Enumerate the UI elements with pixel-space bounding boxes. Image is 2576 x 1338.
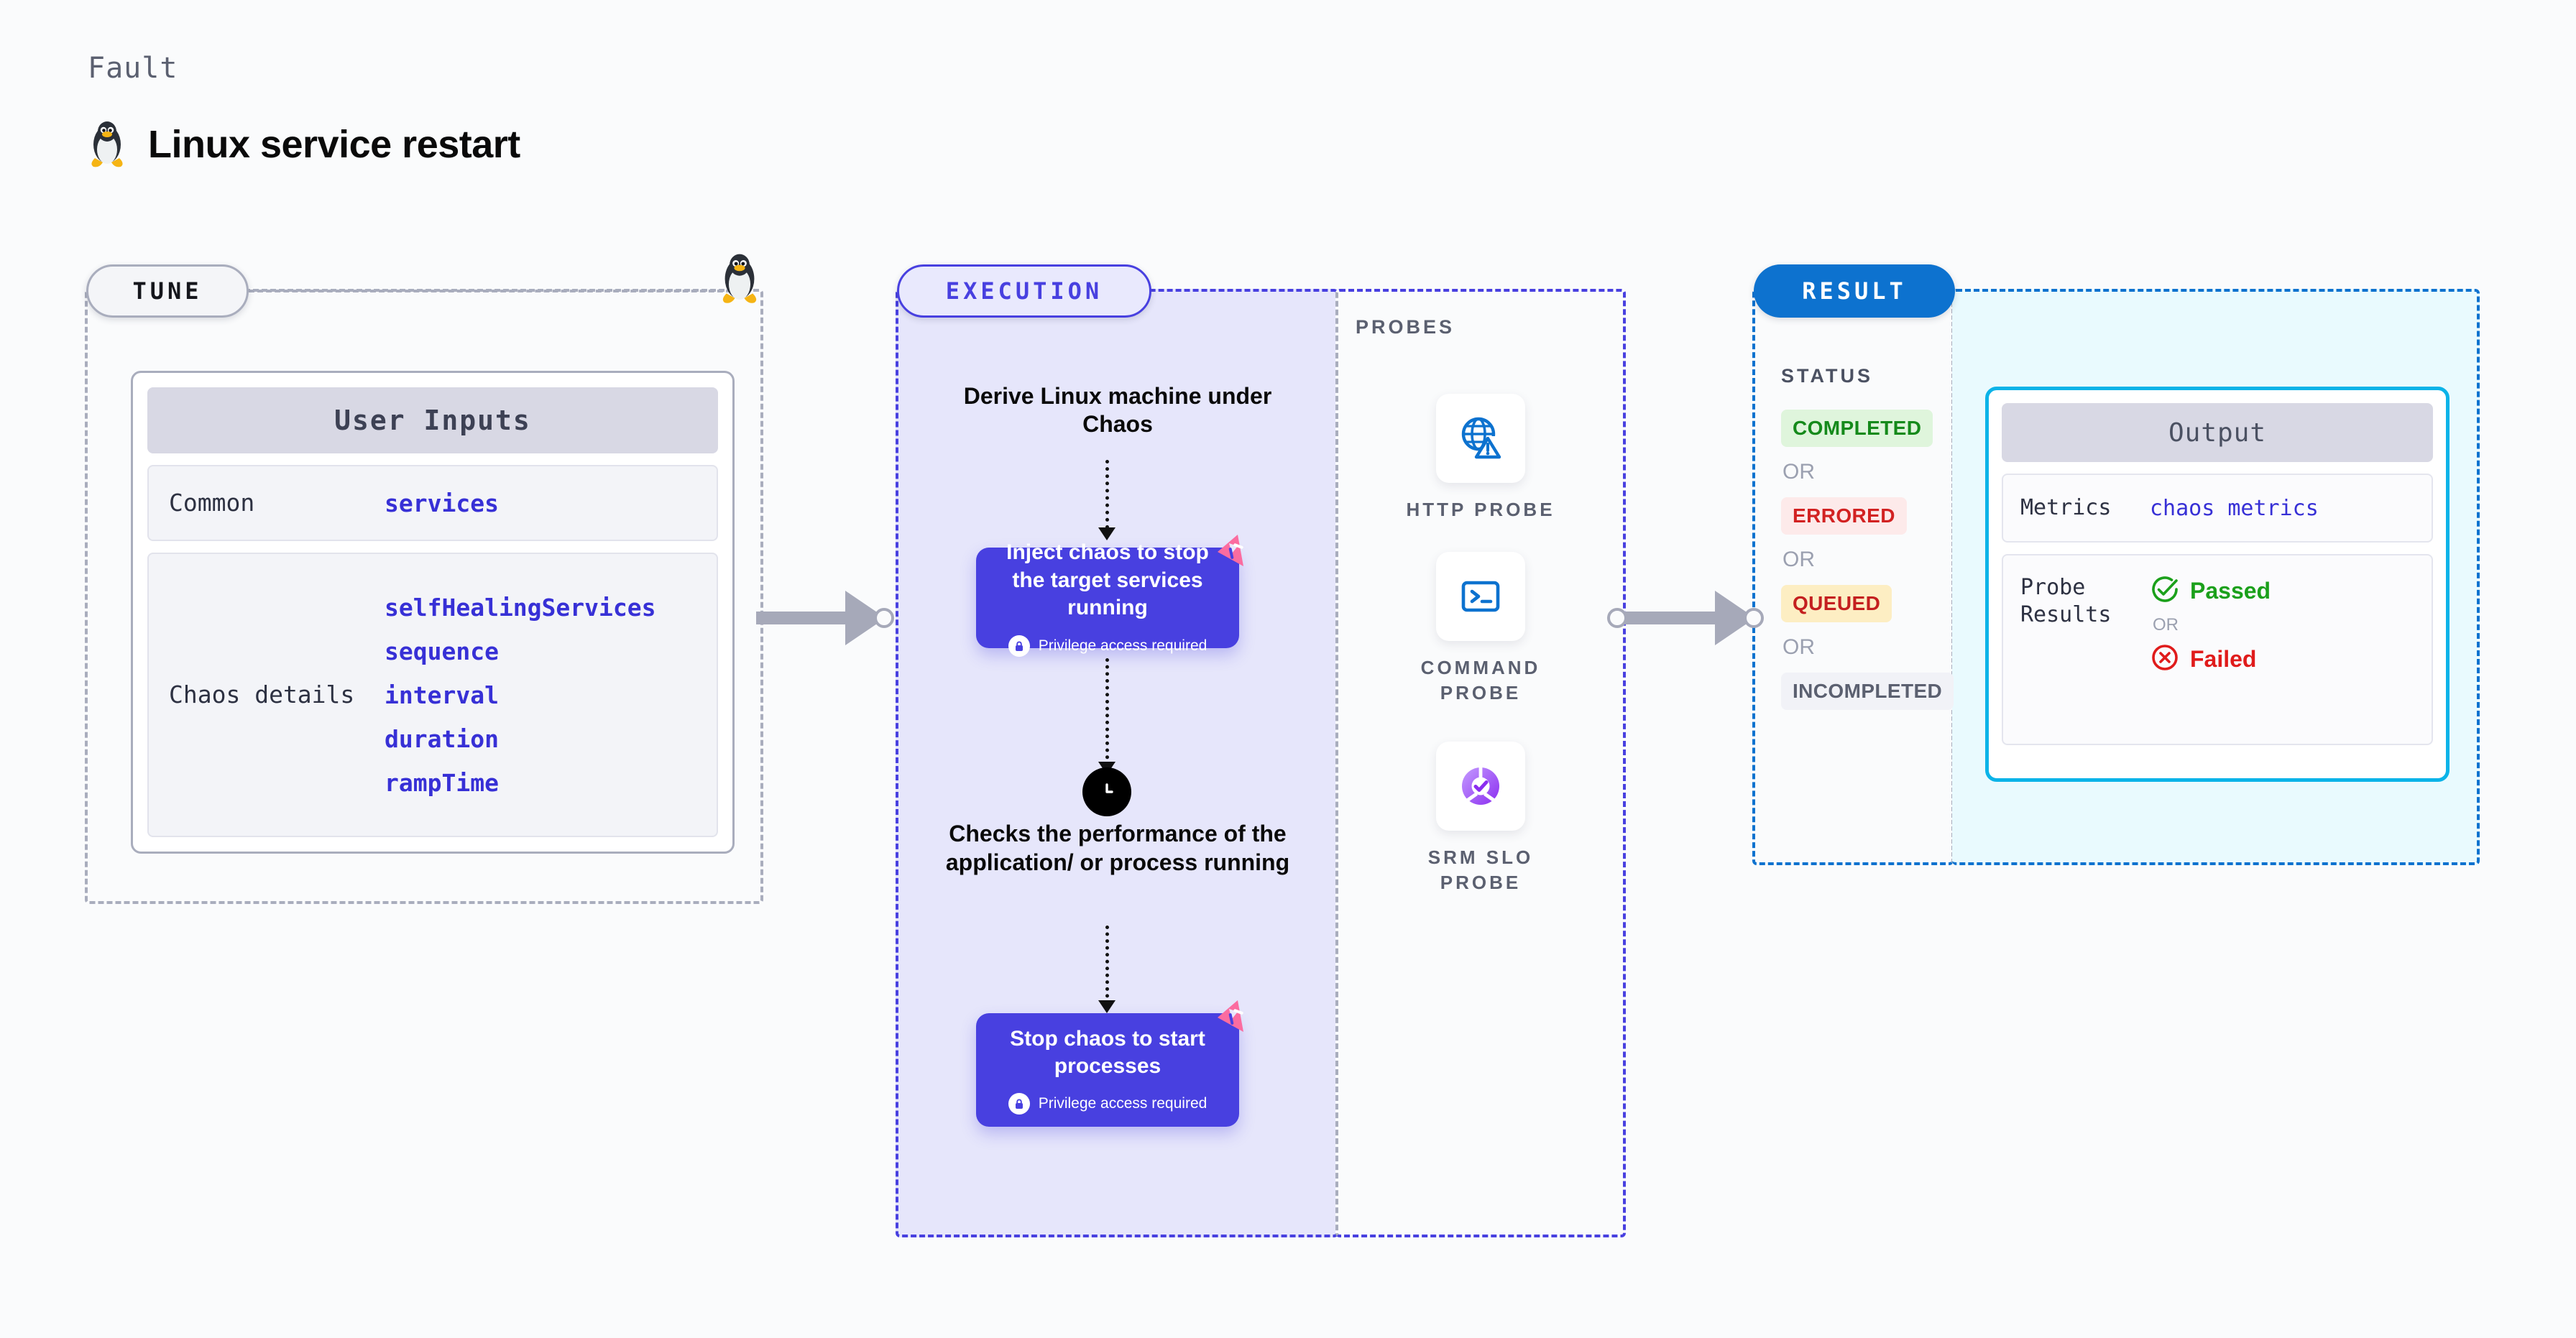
- output-row-metrics: Metrics chaos metrics: [2002, 474, 2433, 543]
- lock-icon: [1008, 1093, 1030, 1115]
- probe-item-http[interactable]: HTTP PROBE: [1396, 394, 1565, 522]
- fault-eyebrow-label: Fault: [88, 52, 178, 85]
- output-probe-results-label: Probe Results: [2020, 575, 2112, 628]
- lock-icon: [1008, 635, 1030, 657]
- input-row-common-values: services: [385, 489, 499, 517]
- inject-chaos-card-title: Inject chaos to stop the target services…: [1006, 540, 1209, 620]
- input-row-common: Common services: [147, 465, 718, 541]
- stage-pill-tune[interactable]: TUNE: [86, 264, 249, 318]
- input-row-chaos-details: Chaos details selfHealingServices sequen…: [147, 553, 718, 837]
- terminal-icon: [1436, 552, 1525, 641]
- page-title-row: Linux service restart: [88, 121, 520, 168]
- output-probe-results-values: Passed OR Failed: [2150, 574, 2271, 676]
- execution-arrow-2: [1105, 658, 1109, 766]
- output-metrics-value[interactable]: chaos metrics: [2150, 495, 2319, 521]
- input-value-selfhealingservices[interactable]: selfHealingServices: [385, 593, 656, 622]
- tune-linux-penguin-icon: [719, 253, 760, 308]
- probe-result-failed-label: Failed: [2190, 646, 2257, 672]
- input-value-interval[interactable]: interval: [385, 680, 499, 709]
- stop-chaos-card-note: Privilege access required: [1008, 1093, 1208, 1115]
- flow-arrow-tune-to-execution: [756, 591, 894, 645]
- input-row-common-label: Common: [169, 489, 255, 517]
- probe-result-or: OR: [2153, 615, 2179, 635]
- status-badge-completed-wrap: COMPLETED: [1781, 410, 1939, 447]
- status-badge-incompleted-wrap: INCOMPLETED: [1781, 673, 1954, 710]
- page-title: Linux service restart: [148, 123, 520, 166]
- status-badge-queued-wrap: QUEUED: [1781, 585, 1939, 622]
- probe-result-passed-label: Passed: [2190, 578, 2271, 604]
- check-circle-icon: [2150, 574, 2180, 608]
- clock-icon: [1082, 767, 1131, 816]
- probe-item-srm-slo[interactable]: SRM SLO PROBE: [1396, 742, 1565, 895]
- globe-warning-icon: [1436, 394, 1525, 483]
- probe-label-command: COMMAND PROBE: [1420, 657, 1541, 703]
- execution-arrow-3: [1105, 926, 1109, 1005]
- probe-item-command[interactable]: COMMAND PROBE: [1396, 552, 1565, 705]
- output-metrics-label: Metrics: [2020, 494, 2112, 520]
- execution-heading: Derive Linux machine under Chaos: [963, 383, 1272, 438]
- status-or-2: OR: [1782, 548, 1815, 571]
- execution-arrow-1: [1105, 460, 1109, 529]
- stage-pill-execution[interactable]: EXECUTION: [897, 264, 1151, 318]
- output-card: Output Metrics chaos metrics Probe Resul…: [1985, 387, 2450, 782]
- probes-section-label: PROBES: [1356, 316, 1455, 338]
- status-badge-completed: COMPLETED: [1781, 410, 1933, 447]
- stage-pill-result[interactable]: RESULT: [1754, 264, 1955, 318]
- user-inputs-title: User Inputs: [147, 387, 718, 453]
- chaos-triangle-icon: [1210, 996, 1251, 1040]
- stage-pill-execution-label: EXECUTION: [945, 277, 1103, 305]
- stop-chaos-card-title: Stop chaos to start processes: [1010, 1026, 1205, 1078]
- status-or-1: OR: [1782, 460, 1815, 484]
- user-inputs-card: User Inputs Common services Chaos detail…: [131, 371, 735, 854]
- input-value-sequence[interactable]: sequence: [385, 637, 499, 665]
- stop-chaos-card[interactable]: Stop chaos to start processes Privilege …: [976, 1000, 1243, 1127]
- stage-pill-result-label: RESULT: [1802, 277, 1907, 305]
- execution-arrow-3-head: [1098, 1000, 1116, 1013]
- linux-penguin-icon: [88, 121, 126, 168]
- execution-arrow-1-head: [1098, 527, 1116, 540]
- slo-donut-check-icon: [1436, 742, 1525, 831]
- flow-arrow-execution-to-result: [1607, 591, 1764, 645]
- stop-chaos-card-note-text: Privilege access required: [1038, 1095, 1208, 1112]
- inject-chaos-card-note-text: Privilege access required: [1038, 637, 1208, 654]
- status-or-3: OR: [1782, 635, 1815, 659]
- inject-chaos-card-note: Privilege access required: [1008, 635, 1208, 657]
- probe-result-passed: Passed: [2150, 574, 2271, 608]
- inject-chaos-card[interactable]: Inject chaos to stop the target services…: [976, 535, 1243, 657]
- tune-connector-dash: [249, 290, 732, 292]
- input-value-duration[interactable]: duration: [385, 724, 499, 753]
- execution-middle-text: Checks the performance of the applicatio…: [945, 821, 1290, 876]
- status-badge-queued: QUEUED: [1781, 585, 1892, 622]
- status-badge-errored: ERRORED: [1781, 497, 1907, 535]
- output-row-probe-results: Probe Results Passed OR: [2002, 554, 2433, 745]
- status-badge-incompleted: INCOMPLETED: [1781, 673, 1954, 710]
- input-value-ramptime[interactable]: rampTime: [385, 768, 499, 797]
- output-card-title: Output: [2002, 403, 2433, 462]
- x-circle-icon: [2150, 642, 2180, 676]
- result-status-label: STATUS: [1781, 365, 1873, 387]
- stage-pill-tune-label: TUNE: [132, 277, 203, 305]
- probe-label-srm-slo: SRM SLO PROBE: [1427, 846, 1534, 893]
- chaos-triangle-icon: [1210, 530, 1251, 574]
- probe-result-failed: Failed: [2150, 642, 2271, 676]
- result-status-list: COMPLETED OR ERRORED OR QUEUED OR INCOMP…: [1781, 410, 1954, 710]
- input-row-chaos-label: Chaos details: [169, 680, 355, 709]
- probe-label-http: HTTP PROBE: [1406, 499, 1555, 520]
- status-badge-errored-wrap: ERRORED: [1781, 497, 1939, 535]
- input-value-services[interactable]: services: [385, 489, 499, 517]
- input-row-chaos-values: selfHealingServices sequence interval du…: [385, 594, 656, 797]
